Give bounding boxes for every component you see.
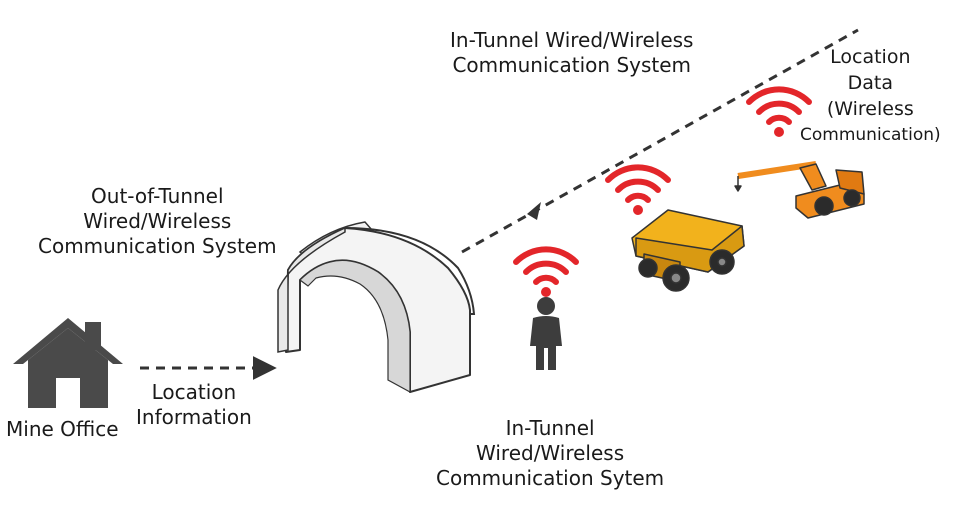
wifi-signal-icon <box>746 86 812 137</box>
dump-truck-icon <box>631 209 745 292</box>
location-data-line-1: Location <box>830 46 911 68</box>
in-tunnel-top-label: In-Tunnel Wired/Wireless Communication S… <box>450 28 693 78</box>
location-data-line-3: (Wireless <box>826 98 914 120</box>
mine-office-label: Mine Office <box>6 417 119 441</box>
tunnel-arch-icon <box>277 221 476 394</box>
in-tunnel-dashed-line <box>461 28 859 254</box>
out-of-tunnel-line-3: Communication System <box>38 234 277 258</box>
out-of-tunnel-label: Out-of-Tunnel Wired/Wireless Communicati… <box>38 184 277 259</box>
location-data-line-2: Data <box>847 72 893 94</box>
wifi-signal-icon <box>513 246 579 297</box>
house-icon <box>13 318 123 408</box>
in-tunnel-bottom-line-3: Communication Sytem <box>436 466 665 490</box>
person-icon <box>530 297 562 370</box>
out-of-tunnel-line-1: Out-of-Tunnel <box>91 184 224 208</box>
in-tunnel-bottom-line-2: Wired/Wireless <box>476 441 625 465</box>
in-tunnel-bottom-label: In-Tunnel Wired/Wireless Communication S… <box>436 416 664 491</box>
crane-truck-icon <box>734 161 865 219</box>
in-tunnel-bottom-line-1: In-Tunnel <box>505 416 595 440</box>
wifi-signal-icon <box>605 164 671 215</box>
in-tunnel-arrowhead <box>527 202 541 220</box>
in-tunnel-top-line-2: Communication System <box>452 53 692 77</box>
location-data-line-4: Communication) <box>800 125 941 145</box>
location-information-line-1: Location <box>151 380 237 404</box>
location-information-line-2: Information <box>136 405 252 429</box>
out-of-tunnel-line-2: Wired/Wireless <box>83 209 232 233</box>
location-information-label: Location Information <box>136 380 252 430</box>
in-tunnel-top-line-1: In-Tunnel Wired/Wireless <box>450 28 694 52</box>
location-data-label: Location Data (Wireless Communication) <box>800 44 941 148</box>
